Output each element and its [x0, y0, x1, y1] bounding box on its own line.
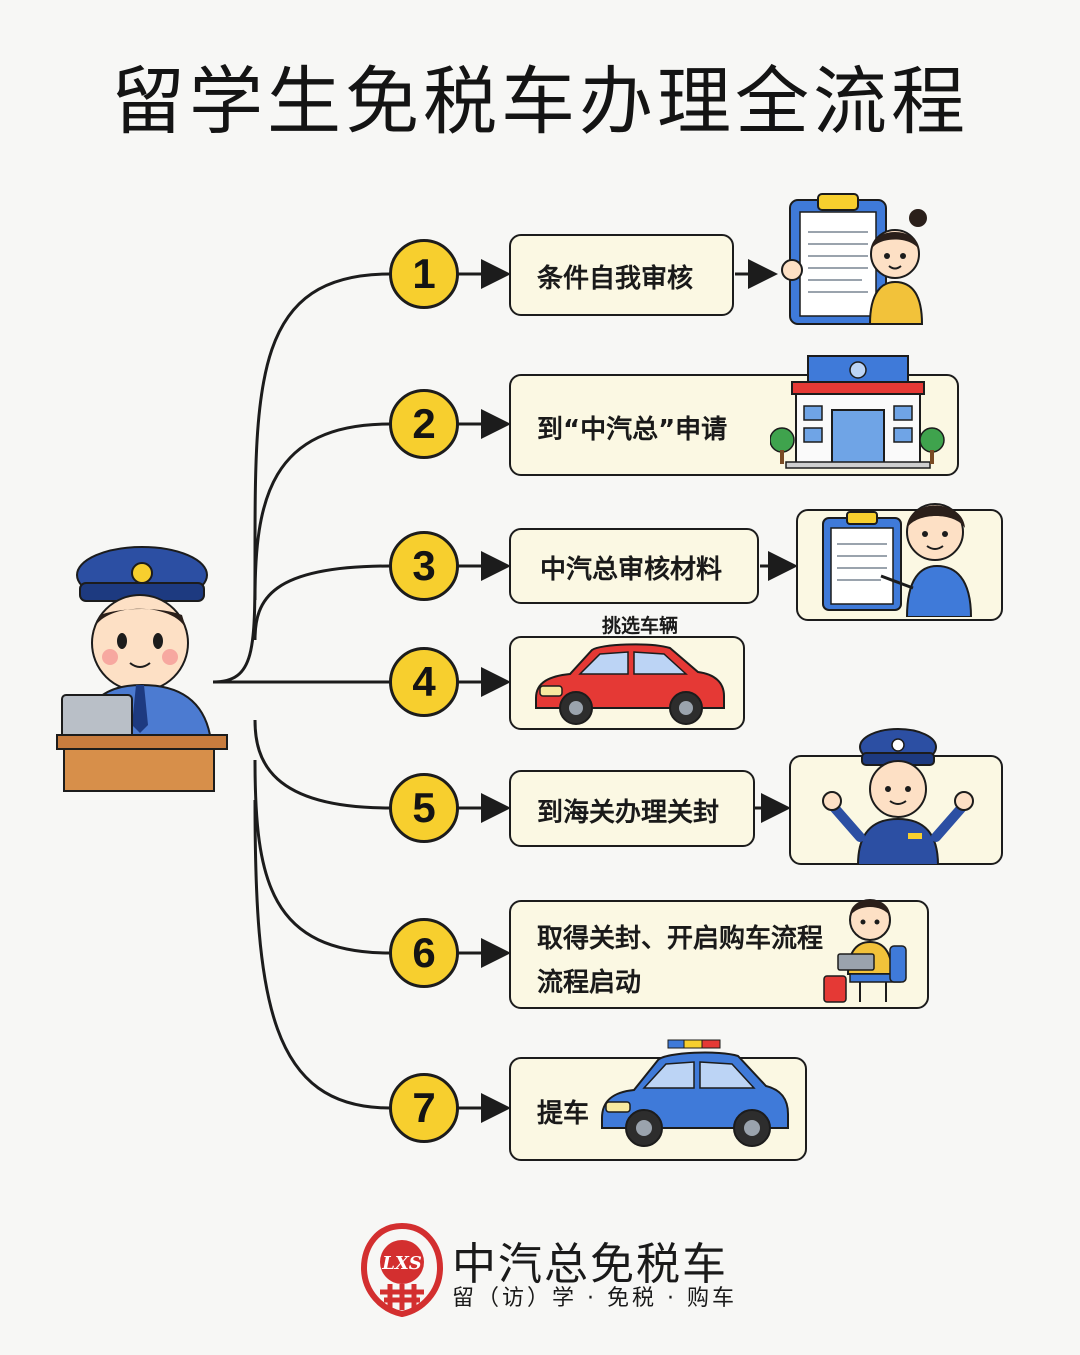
clipboard-woman-illustration	[781, 193, 927, 325]
step-5-box	[509, 770, 755, 847]
page-title: 留学生免税车办理全流程	[111, 59, 969, 145]
step-6-label-line2: 流程启动	[537, 968, 642, 998]
step-1-number: 1	[389, 239, 459, 309]
step-7-label: 提车	[537, 1099, 590, 1129]
red-car-illustration	[535, 643, 725, 725]
branch-line-7	[253, 799, 391, 1110]
branch-line-1	[212, 272, 391, 684]
step-3-label: 中汽总审核材料	[540, 555, 723, 585]
step-1-label: 条件自我审核	[537, 264, 694, 294]
brand-tagline: 留（访）学 · 免税 · 购车	[452, 1286, 737, 1311]
step-1-box	[509, 234, 734, 316]
person-with-laptop-illustration	[823, 899, 907, 1003]
step-3-box	[509, 528, 759, 604]
step-5-label: 到海关办理关封	[537, 798, 720, 828]
blue-car-illustration	[601, 1039, 789, 1147]
branch-line-5	[253, 719, 391, 810]
branch-line-2	[253, 422, 391, 601]
step-2-label: 到“中汽总”申请	[537, 415, 728, 445]
step-6-number: 6	[389, 918, 459, 988]
step-6-label-line1: 取得关封、开启购车流程	[537, 924, 824, 954]
step-3-number: 3	[389, 531, 459, 601]
branch-line-6	[253, 759, 391, 955]
office-building-icon	[770, 355, 945, 469]
branch-line-3	[253, 564, 391, 641]
brand-logo-icon: LXS	[360, 1222, 444, 1318]
step-5-number: 5	[389, 773, 459, 843]
customs-officer-illustration	[822, 728, 974, 865]
step-4-number: 4	[389, 647, 459, 717]
step-2-number: 2	[389, 389, 459, 459]
step-4-caption: 挑选车辆	[602, 615, 679, 637]
brand-logo-text: LXS	[381, 1253, 422, 1274]
reviewer-clipboard-illustration	[822, 503, 973, 617]
brand-name: 中汽总免税车	[452, 1239, 728, 1290]
officer-at-desk-illustration	[56, 546, 228, 792]
step-7-number: 7	[389, 1073, 459, 1143]
